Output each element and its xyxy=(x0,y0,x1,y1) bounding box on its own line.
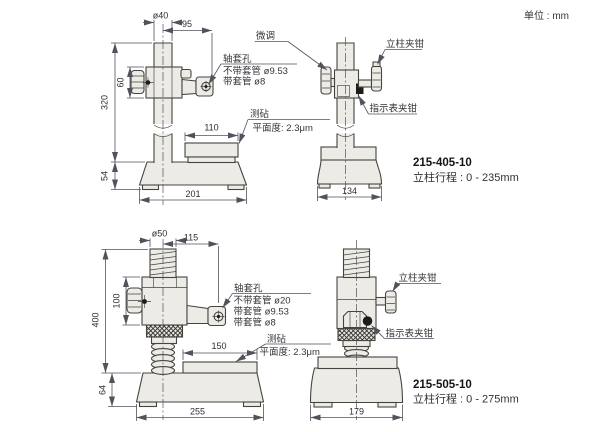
bushing-hole-label: 轴套孔 xyxy=(234,283,263,295)
bushing-no-sleeve-label: 不带套管 ø20 xyxy=(234,295,291,307)
base-foot xyxy=(227,184,245,191)
indicator-clamp-screw xyxy=(356,83,364,94)
top-knob xyxy=(180,68,192,79)
dim-reach: 95 xyxy=(182,19,192,29)
knurled-ring xyxy=(145,324,184,338)
lower-side-view: 179 xyxy=(309,240,404,421)
dim-column-height: 320 xyxy=(100,95,110,110)
clamp-screw-dot xyxy=(145,80,151,85)
base-foot xyxy=(242,401,262,408)
break-mark xyxy=(336,124,355,129)
dim-clamp-height: 60 xyxy=(116,77,126,87)
bushing-no-sleeve-label: 不带套管 ø9.53 xyxy=(223,65,288,77)
column-clamp-label: 立柱夹钳 xyxy=(399,272,438,284)
upper-side-view: 134 xyxy=(316,37,383,201)
collar-ring xyxy=(150,336,178,345)
column-clamp-label: 立柱夹钳 xyxy=(386,38,425,50)
indicator-clamp-screw xyxy=(362,316,373,326)
arm xyxy=(181,78,197,96)
arm xyxy=(186,304,209,325)
base-foot xyxy=(377,401,397,408)
clamp-detail xyxy=(337,85,350,97)
dim-base-height: 54 xyxy=(100,171,110,181)
lower-model-number: 215-505-10 xyxy=(413,379,472,391)
anvil-label: 测砧 xyxy=(267,333,287,345)
lower-front-view xyxy=(126,239,265,420)
lower-travel-label: 立柱行程 : 0 - 275mm xyxy=(413,392,519,406)
anvil-pedestal xyxy=(187,156,236,164)
anvil-label: 测砧 xyxy=(250,108,270,120)
upper-callouts: 微调 立柱夹钳 指示表夹钳 轴套孔 不带套管 ø9.53 带套管 ø8 测砧 平… xyxy=(208,30,425,144)
dim-anvil-width: 110 xyxy=(204,123,218,133)
dim-base-width: 255 xyxy=(190,407,205,417)
bushing-hole-label: 轴套孔 xyxy=(223,53,252,65)
upper-front-view xyxy=(130,24,248,205)
base-foot xyxy=(313,401,333,408)
unit-label: 单位 : mm xyxy=(524,9,569,22)
bushing-sleeve2-label: 带套管 ø8 xyxy=(234,317,276,329)
dim-base-height: 64 xyxy=(98,385,108,395)
dim-reach: 115 xyxy=(184,233,198,243)
base-foot xyxy=(141,184,160,191)
fine-adjust-label: 微调 xyxy=(256,30,275,42)
bushing-sleeve-label: 带套管 ø8 xyxy=(223,76,265,88)
upper-front-dimensions: ø40 95 60 320 54 110 201 xyxy=(100,11,247,204)
indicator-clamp-label: 指示表夹钳 xyxy=(370,103,418,115)
flatness-label: 平面度: 2.3μm xyxy=(260,346,320,358)
clamp-body xyxy=(141,276,188,326)
lower-callouts: 轴套孔 不带套管 ø20 带套管 ø9.53 带套管 ø8 测砧 平面度: 2.… xyxy=(222,272,441,362)
base-foot xyxy=(368,183,381,189)
dim-column-height: 400 xyxy=(91,312,101,327)
dim-base-width: 201 xyxy=(185,189,200,199)
clamp-knob xyxy=(384,290,397,314)
clamp-screw-dot xyxy=(142,299,147,304)
dim-column-dia: ø50 xyxy=(152,229,168,239)
clamp-body xyxy=(333,69,360,99)
hex-nut xyxy=(342,310,368,329)
anvil xyxy=(184,142,239,158)
indicator-clamp-label: 指示表夹钳 xyxy=(386,328,434,340)
clamp-knob-left xyxy=(320,66,332,95)
dim-anvil-width: 150 xyxy=(211,341,226,351)
base xyxy=(138,161,248,186)
base xyxy=(316,159,383,185)
dim-base-depth: 134 xyxy=(342,186,357,196)
dim-column-dia: ø40 xyxy=(153,11,169,21)
anvil-edge xyxy=(317,356,398,370)
stem-holder xyxy=(207,305,227,327)
flatness-label: 平面度: 2.3μm xyxy=(253,122,313,134)
base-foot xyxy=(318,183,331,189)
bushing-hole xyxy=(201,81,211,92)
base xyxy=(135,372,265,403)
bushing-sleeve1-label: 带套管 ø9.53 xyxy=(234,306,289,318)
base-foot xyxy=(138,401,158,408)
upper-model-number: 215-405-10 xyxy=(413,157,472,169)
anvil-edge xyxy=(320,146,377,161)
lower-front-dimensions: ø50 115 100 400 64 150 255 xyxy=(91,229,264,421)
anvil xyxy=(182,361,258,374)
dim-base-depth: 179 xyxy=(349,407,364,417)
bushing-hole xyxy=(213,311,224,322)
upper-travel-label: 立柱行程 : 0 - 235mm xyxy=(413,170,519,184)
dim-clamp-height: 100 xyxy=(112,293,122,308)
